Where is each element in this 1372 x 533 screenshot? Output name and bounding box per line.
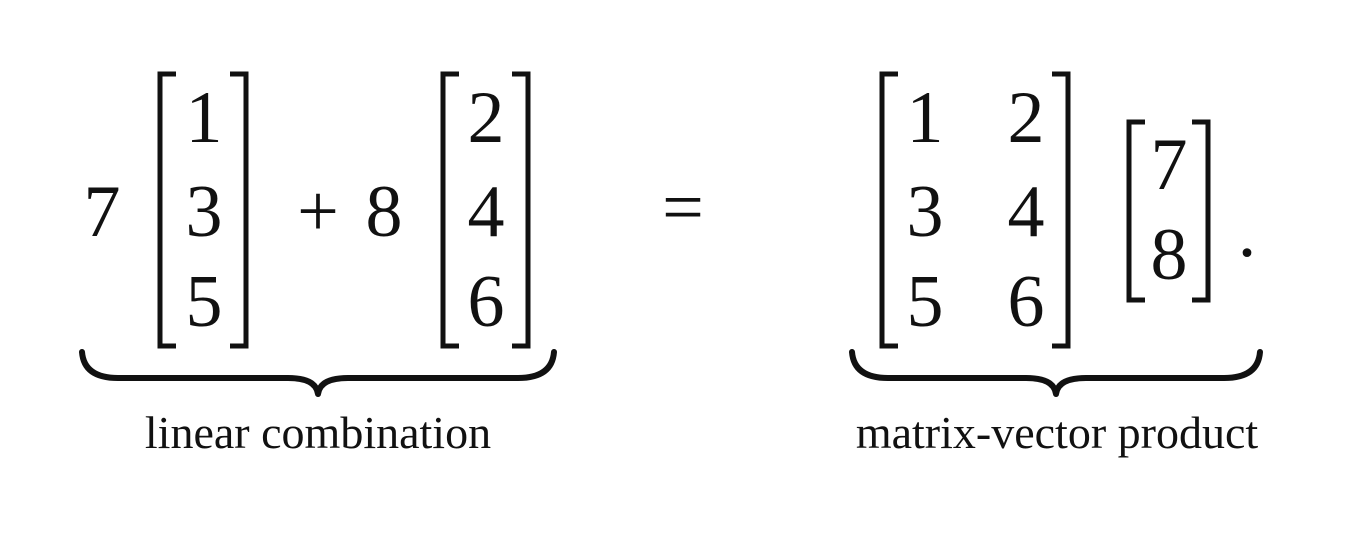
vector-2: 2 4 6 bbox=[440, 71, 531, 349]
left-bracket bbox=[1126, 119, 1145, 303]
underbrace-left bbox=[79, 349, 557, 397]
left-bracket bbox=[440, 71, 459, 349]
right-bracket bbox=[1052, 71, 1071, 349]
vector-1-entry: 1 bbox=[186, 77, 223, 159]
period: . bbox=[1238, 191, 1257, 273]
coefficient-7: 7 bbox=[84, 171, 121, 253]
vector-1-entry: 5 bbox=[186, 261, 223, 343]
vector-2-entry: 2 bbox=[468, 77, 505, 159]
matrix-entry: 1 bbox=[907, 77, 944, 159]
vector-x-entry: 7 bbox=[1151, 124, 1188, 206]
right-bracket bbox=[512, 71, 531, 349]
matrix-entry: 2 bbox=[1008, 77, 1045, 159]
matrix-entry: 4 bbox=[1008, 171, 1045, 253]
vector-x: 7 8 bbox=[1126, 119, 1211, 303]
label-linear-combination: linear combination bbox=[145, 407, 491, 458]
vector-1-entry: 3 bbox=[186, 171, 223, 253]
right-bracket bbox=[1192, 119, 1211, 303]
matrix-entry: 5 bbox=[907, 261, 944, 343]
label-matrix-vector-product: matrix-vector product bbox=[856, 407, 1259, 458]
vector-2-entry: 4 bbox=[468, 171, 505, 253]
matrix-entry: 6 bbox=[1008, 261, 1045, 343]
left-bracket bbox=[879, 71, 898, 349]
right-bracket bbox=[230, 71, 249, 349]
plus-sign: + bbox=[297, 171, 339, 253]
equals-sign: = bbox=[662, 167, 704, 249]
left-bracket bbox=[157, 71, 176, 349]
vector-2-entry: 6 bbox=[468, 261, 505, 343]
vector-1: 1 3 5 bbox=[157, 71, 249, 349]
underbrace-right bbox=[849, 349, 1263, 397]
matrix: 1 2 3 4 5 6 bbox=[879, 71, 1071, 349]
matrix-entry: 3 bbox=[907, 171, 944, 253]
coefficient-8: 8 bbox=[366, 171, 403, 253]
vector-x-entry: 8 bbox=[1151, 214, 1188, 296]
